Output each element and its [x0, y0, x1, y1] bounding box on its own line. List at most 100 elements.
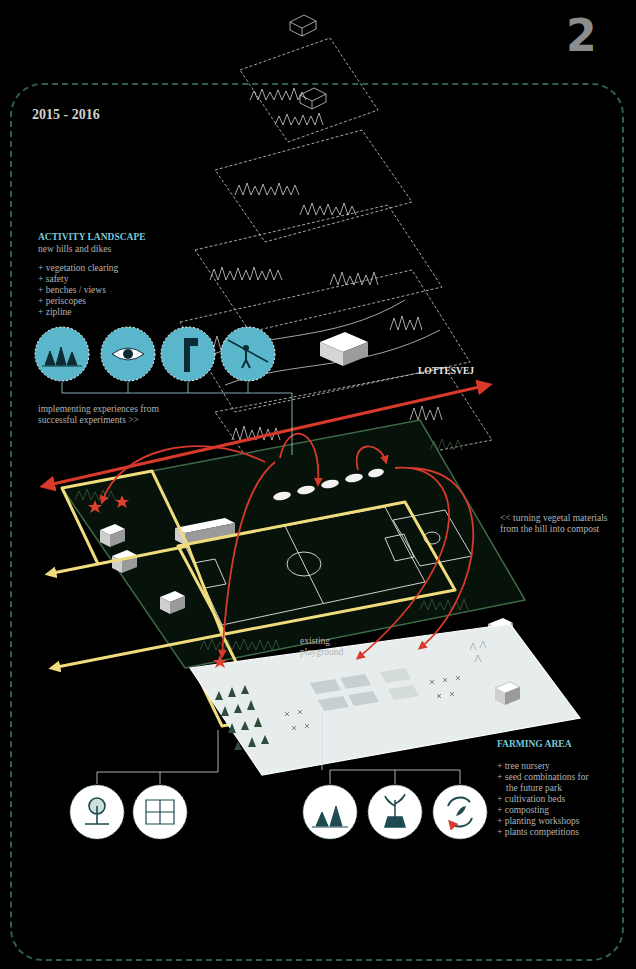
building-side	[343, 342, 368, 366]
bullet-item: + seed combinations for the future park	[497, 772, 594, 794]
tree-line	[330, 272, 378, 285]
period-heading: 2015 - 2016	[32, 107, 100, 123]
icon-circle	[161, 327, 215, 381]
building-side	[100, 530, 110, 547]
building	[290, 15, 316, 36]
rock	[344, 472, 363, 484]
field-circle	[287, 552, 321, 576]
flow-arrow	[410, 468, 473, 648]
building-side	[495, 688, 505, 705]
farming-content	[215, 641, 520, 750]
tree-line	[430, 439, 462, 450]
icon-circle	[133, 785, 187, 839]
bullet-item: + tree nursery	[497, 761, 626, 772]
layer-plane	[240, 38, 378, 142]
bullet-item: + periscopes	[38, 296, 247, 307]
building-side	[110, 529, 125, 547]
park-plane	[62, 420, 525, 668]
cultivation-bed	[318, 696, 349, 711]
stars	[88, 495, 227, 668]
rock	[367, 467, 384, 478]
zipline-icon	[243, 345, 249, 351]
flow-arrow	[222, 462, 275, 656]
tree-line	[300, 203, 356, 215]
sports-field	[185, 507, 472, 625]
layer-plane	[195, 205, 442, 332]
rocks	[272, 467, 384, 501]
tree-line	[235, 183, 299, 195]
cultivation-bed	[340, 674, 371, 689]
beds-icon	[312, 806, 348, 827]
icon-circle	[70, 785, 124, 839]
seed-icon	[146, 800, 174, 824]
building-side	[320, 342, 343, 366]
cultivation-bed	[380, 668, 411, 683]
path-arrow	[48, 564, 98, 574]
plant-marks	[470, 641, 486, 662]
flow-arrow	[280, 434, 318, 484]
compost-icon	[448, 798, 472, 827]
periscope-icon	[184, 338, 198, 372]
section-heading: ACTIVITY LANDSCAPE	[38, 232, 238, 243]
street-name: LOTTESVEJ	[418, 366, 618, 377]
flow-arrows	[44, 385, 488, 658]
bullet-item: + zipline	[38, 307, 247, 318]
nursery-trees	[215, 685, 269, 750]
field-line	[285, 526, 323, 603]
icon-circle	[221, 327, 275, 381]
icon-circle	[101, 327, 155, 381]
rock	[296, 484, 315, 496]
basketball-court	[393, 510, 472, 566]
tree-line	[390, 316, 422, 330]
path-loop	[62, 471, 188, 564]
bullet-item: + composting	[497, 805, 626, 816]
zipline-icon	[242, 351, 250, 368]
park-buildings	[100, 518, 513, 641]
path-loop	[178, 502, 455, 634]
bullet-item: + cultivation beds	[497, 794, 626, 805]
tree-line	[275, 113, 323, 125]
leader-line	[97, 730, 218, 784]
view-icon	[123, 349, 133, 359]
bullet-item: + safety	[38, 274, 247, 285]
icon-circle	[303, 785, 357, 839]
tree-line	[250, 88, 306, 100]
tree-line	[410, 406, 442, 420]
workshop-icon	[385, 794, 405, 827]
cultivation-bed	[388, 685, 419, 700]
rock	[320, 478, 339, 490]
park-trees	[75, 439, 468, 650]
bullet-item: + planting workshops	[497, 816, 626, 827]
tree-line	[200, 639, 280, 650]
section-heading: FARMING AREA	[497, 739, 636, 750]
seed-marks	[285, 676, 460, 730]
farming-leaders	[97, 712, 460, 784]
zipline-icon	[228, 340, 268, 362]
building-side	[160, 597, 170, 614]
layer-plane	[215, 130, 412, 242]
path-arrow	[52, 634, 225, 668]
section-subtitle: new hills and dikes	[38, 244, 238, 255]
flow-arrow	[358, 468, 449, 658]
icon-circle	[35, 327, 89, 381]
star	[213, 655, 227, 668]
flow-arrow	[102, 446, 265, 502]
activity-icons	[35, 327, 275, 381]
view-icon	[112, 348, 144, 360]
building	[300, 88, 326, 109]
bullet-item: + benches / views	[38, 285, 247, 296]
bullet-item: + vegetation clearing	[38, 263, 247, 274]
annotation: implementing experiences from successful…	[38, 404, 173, 426]
leader-line	[322, 712, 460, 784]
page-number: 2	[566, 12, 626, 60]
tree-line	[420, 599, 468, 610]
building-side	[505, 687, 520, 705]
tree-line	[75, 489, 115, 500]
clearing-icon	[42, 347, 82, 366]
icon-circle	[368, 785, 422, 839]
cultivation-bed	[348, 691, 379, 706]
building-side	[170, 596, 185, 614]
farming-plane	[190, 624, 580, 775]
